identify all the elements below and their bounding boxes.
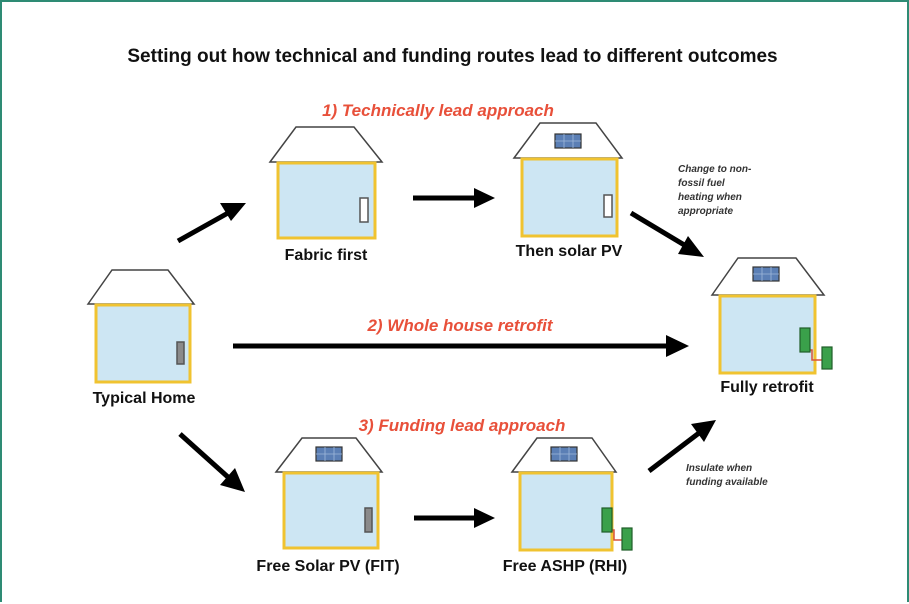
solar-panel-icon xyxy=(550,446,578,462)
svg-text:appropriate: appropriate xyxy=(678,206,733,217)
svg-text:funding available: funding available xyxy=(686,477,768,488)
svg-text:Insulate when: Insulate when xyxy=(686,463,752,474)
house-fully-retrofit xyxy=(710,257,833,375)
label-typical-home: Typical Home xyxy=(93,390,196,407)
route-whole-house-label: 2) Whole house retrofit xyxy=(366,316,553,335)
arrow-free-solar-to-ashp xyxy=(414,508,495,528)
heat-pump-icon xyxy=(799,327,811,353)
heat-pump-icon xyxy=(601,507,613,533)
svg-text:heating when: heating when xyxy=(678,192,742,203)
arrow-typical-to-free-solar xyxy=(178,432,245,492)
label-fabric-first: Fabric first xyxy=(285,247,368,264)
outdoor-unit-icon xyxy=(621,527,633,551)
label-free-ashp: Free ASHP (RHI) xyxy=(503,558,627,575)
arrow-fabric-to-solar xyxy=(413,188,495,208)
svg-text:fossil fuel: fossil fuel xyxy=(678,178,725,189)
diagram-title: Setting out how technical and funding ro… xyxy=(127,46,778,67)
house-fabric-first xyxy=(268,126,384,240)
solar-panel-icon xyxy=(315,446,343,462)
solar-panel-icon xyxy=(752,266,780,282)
outdoor-unit-icon xyxy=(821,346,833,370)
arrow-solar-to-retrofit xyxy=(629,210,704,257)
note-change-fuel: Change to non- fossil fuel heating when … xyxy=(678,164,752,217)
svg-text:Change to non-: Change to non- xyxy=(678,164,752,175)
label-fully-retrofit: Fully retrofit xyxy=(720,379,814,396)
solar-panel-icon xyxy=(554,133,582,149)
house-free-ashp xyxy=(510,437,633,552)
note-insulate: Insulate when funding available xyxy=(686,463,768,488)
arrow-ashp-to-retrofit xyxy=(647,420,716,473)
label-then-solar-pv: Then solar PV xyxy=(516,243,623,260)
route-technical-label: 1) Technically lead approach xyxy=(322,101,554,120)
house-free-solar-pv xyxy=(274,437,384,550)
house-then-solar-pv xyxy=(512,122,624,238)
house-typical-home xyxy=(86,269,196,384)
arrow-typical-to-fabric xyxy=(176,203,246,244)
arrow-typical-to-retrofit xyxy=(233,335,689,357)
route-funding-label: 3) Funding lead approach xyxy=(359,416,566,435)
label-free-solar-pv: Free Solar PV (FIT) xyxy=(256,558,399,575)
